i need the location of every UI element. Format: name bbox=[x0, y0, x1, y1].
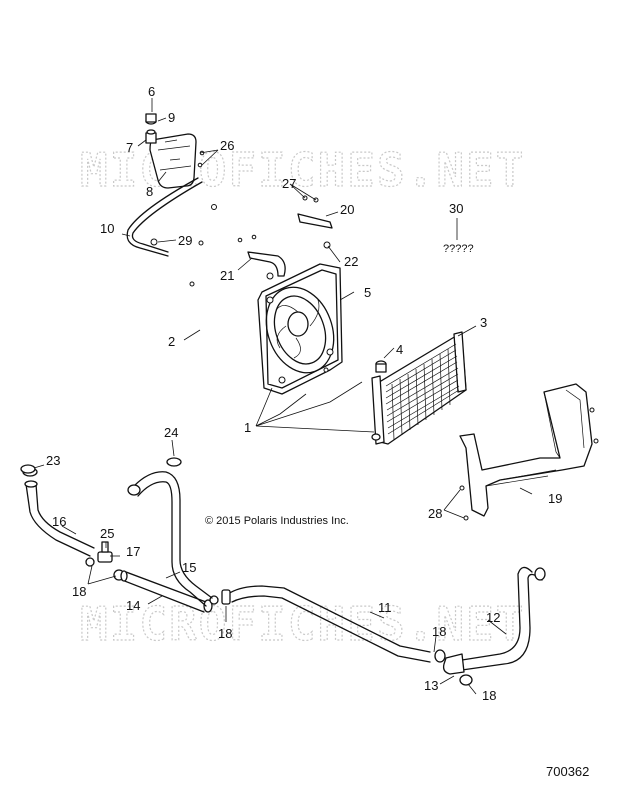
callout-22: 22 bbox=[344, 254, 358, 269]
tee-fitting bbox=[85, 541, 125, 581]
callout-18-left: 18 bbox=[72, 584, 86, 599]
callout-13: 13 bbox=[424, 678, 438, 693]
hose-12 bbox=[434, 566, 546, 686]
overflow-hose bbox=[126, 150, 217, 257]
callout-18-right-upper: 18 bbox=[432, 624, 446, 639]
fan-bracket-upper bbox=[297, 195, 333, 249]
callout-12: 12 bbox=[486, 610, 500, 625]
fan-shroud bbox=[198, 240, 343, 395]
callout-15: 15 bbox=[182, 560, 196, 575]
coolant-reservoir bbox=[145, 132, 197, 189]
callout-10: 10 bbox=[100, 221, 114, 236]
callout-20: 20 bbox=[340, 202, 354, 217]
callout-3: 3 bbox=[480, 315, 487, 330]
callout-19: 19 bbox=[548, 491, 562, 506]
fan-bracket-lower bbox=[189, 234, 286, 287]
hose-11 bbox=[221, 585, 431, 663]
callout-14: 14 bbox=[126, 598, 140, 613]
callout-2: 2 bbox=[168, 334, 175, 349]
callout-29: 29 bbox=[178, 233, 192, 248]
copyright-text: © 2015 Polaris Industries Inc. bbox=[205, 515, 349, 527]
watermark-bottom: MICROFICHES.NET bbox=[80, 597, 525, 651]
clamp-23 bbox=[20, 464, 36, 474]
leader-lines bbox=[33, 98, 533, 695]
hose-15 bbox=[127, 457, 213, 607]
figure-number: 700362 bbox=[546, 764, 589, 779]
callout-23: 23 bbox=[46, 453, 60, 468]
callout-labels: 6 9 7 26 8 27 20 30 ????? 10 29 22 21 5 … bbox=[46, 84, 589, 779]
callout-21: 21 bbox=[220, 268, 234, 283]
callout-4: 4 bbox=[396, 342, 403, 357]
callout-8: 8 bbox=[146, 184, 153, 199]
radiator-guard bbox=[459, 383, 599, 521]
callout-11: 11 bbox=[378, 600, 392, 615]
reservoir-cap bbox=[145, 113, 157, 135]
callout-18-center: 18 bbox=[218, 626, 232, 641]
callout-30: 30 bbox=[449, 201, 463, 216]
callout-18-right-lower: 18 bbox=[482, 688, 496, 703]
callout-25: 25 bbox=[100, 526, 114, 541]
callout-28: 28 bbox=[428, 506, 442, 521]
callout-7: 7 bbox=[126, 140, 133, 155]
callout-17: 17 bbox=[126, 544, 140, 559]
hose-16 bbox=[22, 467, 95, 557]
callout-5: 5 bbox=[364, 285, 371, 300]
callout-27: 27 bbox=[282, 176, 296, 191]
radiator bbox=[371, 331, 467, 445]
radiator-fins bbox=[385, 343, 460, 441]
callout-1: 1 bbox=[244, 420, 251, 435]
callout-24: 24 bbox=[164, 425, 178, 440]
unknown-part-label: ????? bbox=[443, 243, 474, 255]
callout-26: 26 bbox=[220, 138, 234, 153]
callout-6: 6 bbox=[148, 84, 155, 99]
callout-16: 16 bbox=[52, 514, 66, 529]
callout-9: 9 bbox=[168, 110, 175, 125]
